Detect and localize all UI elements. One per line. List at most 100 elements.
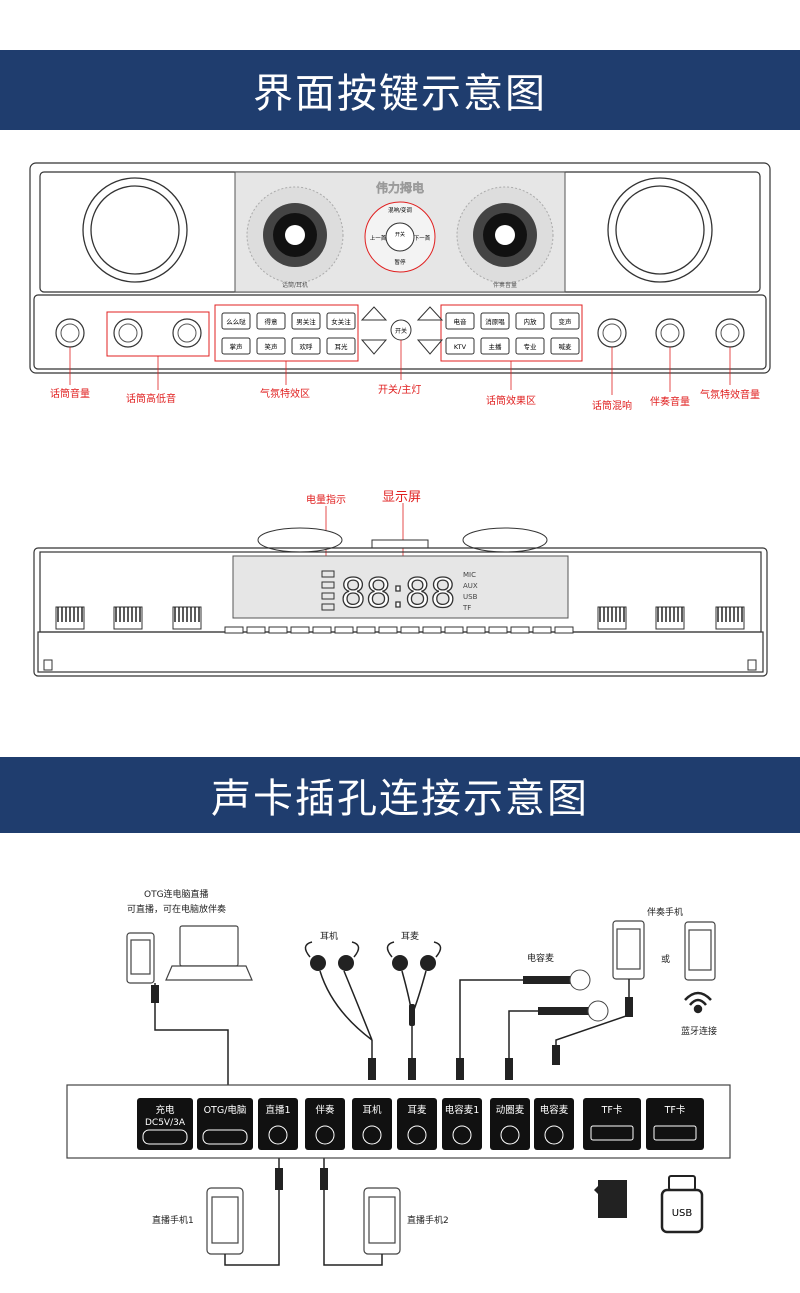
arrow-left-up xyxy=(360,306,388,321)
port-4[interactable]: 耳机 xyxy=(352,1098,392,1150)
key-2[interactable]: 男关注 xyxy=(291,312,321,330)
accomp-phone-label: 伴奏手机 xyxy=(647,908,684,918)
brand-text: 伟力拇电 xyxy=(376,180,424,195)
section-title-jacks: 声卡插孔连接示意图 xyxy=(0,757,800,833)
knob-atmos-volume xyxy=(715,318,745,348)
key-3[interactable]: 女关注 xyxy=(326,312,356,330)
svg-text:笑声: 笑声 xyxy=(265,342,279,351)
key-1[interactable]: 消原唱 xyxy=(480,312,510,330)
port-1[interactable]: OTG/电脑 xyxy=(197,1098,253,1150)
knob-mic-treble xyxy=(113,318,143,348)
display-screen xyxy=(232,555,569,619)
key-3[interactable]: 变声 xyxy=(550,312,580,330)
bluetooth-label: 蓝牙连接 xyxy=(681,1027,718,1037)
key-5[interactable]: 笑声 xyxy=(256,337,286,355)
knob-mic-bass xyxy=(172,318,202,348)
label-mic-eq: 话筒高低音 xyxy=(126,394,176,405)
key-6[interactable]: 专业 xyxy=(515,337,545,355)
svg-text:么么哒: 么么哒 xyxy=(226,317,246,326)
strip-key xyxy=(268,626,288,634)
label-atmos-volume: 气氛特效音量 xyxy=(700,390,760,401)
battery-indicator xyxy=(321,570,335,611)
key-0[interactable]: 电音 xyxy=(445,312,475,330)
svg-text:耳机: 耳机 xyxy=(362,1104,382,1116)
arrow-right-up xyxy=(416,306,444,321)
key-4[interactable]: 掌声 xyxy=(221,337,251,355)
port-10[interactable]: TF卡 xyxy=(646,1098,704,1150)
or-label: 或 xyxy=(661,955,671,965)
side-knob xyxy=(655,606,685,630)
svg-text:耳麦: 耳麦 xyxy=(407,1104,427,1116)
key-1[interactable]: 得意 xyxy=(256,312,286,330)
live-phone-1-label: 直播手机1 xyxy=(152,1216,194,1226)
label-effects: 话筒效果区 xyxy=(486,396,536,407)
key-4[interactable]: KTV xyxy=(445,337,475,355)
port-2[interactable]: 直播1 xyxy=(258,1098,298,1150)
svg-text:伴奏音量: 伴奏音量 xyxy=(493,281,517,289)
knob-large-left xyxy=(246,186,344,284)
svg-text:DC5V/3A: DC5V/3A xyxy=(145,1118,186,1128)
earphone-label: 耳机 xyxy=(320,932,339,942)
port-6[interactable]: 电容麦1 xyxy=(442,1098,482,1150)
svg-text:暂停: 暂停 xyxy=(394,258,406,266)
svg-text:TF卡: TF卡 xyxy=(601,1104,623,1116)
label-mic-volume: 话筒音量 xyxy=(50,389,90,400)
mode-label: AUX xyxy=(463,582,478,590)
svg-text:开关: 开关 xyxy=(395,231,405,238)
svg-text:变声: 变声 xyxy=(559,317,573,326)
side-knob xyxy=(715,606,745,630)
key-6[interactable]: 欢呼 xyxy=(291,337,321,355)
effect-keys: 电音消原唱 内放 变声 KTV 主播专业 喊麦 xyxy=(445,312,580,355)
battery-bar xyxy=(321,581,335,589)
svg-text:电容麦1: 电容麦1 xyxy=(445,1104,480,1116)
port-0[interactable]: 充电 DC5V/3A xyxy=(137,1098,193,1150)
mode-label: TF xyxy=(462,604,471,612)
key-2[interactable]: 内放 xyxy=(515,312,545,330)
svg-text:电容麦: 电容麦 xyxy=(540,1104,569,1116)
condenser-mic-1 xyxy=(523,969,591,991)
svg-text:充电: 充电 xyxy=(155,1104,175,1116)
power-key: 开关 xyxy=(390,319,412,341)
svg-text:女关注: 女关注 xyxy=(331,317,351,326)
center-dpad: 开关 混响/变调 上一首 下一首 暂停 xyxy=(364,201,436,273)
svg-text:耳光: 耳光 xyxy=(335,342,349,351)
otg-caption-1: OTG连电脑直播 xyxy=(144,890,209,900)
mode-label: USB xyxy=(463,593,478,601)
label-atmosphere: 气氛特效区 xyxy=(260,389,310,400)
strip-key xyxy=(224,626,244,634)
key-7[interactable]: 喊麦 xyxy=(550,337,580,355)
knob-accomp-volume xyxy=(655,318,685,348)
speaker-left xyxy=(82,177,188,283)
key-0[interactable]: 么么哒 xyxy=(221,312,251,330)
svg-text:动圈麦: 动圈麦 xyxy=(496,1104,525,1116)
key-7[interactable]: 耳光 xyxy=(326,337,356,355)
svg-text:开关: 开关 xyxy=(395,327,407,335)
svg-text:喊麦: 喊麦 xyxy=(559,342,573,351)
label-accomp-volume: 伴奏音量 xyxy=(650,397,690,408)
dynamic-mic xyxy=(538,1000,609,1022)
front-panel-diagram: 伟力拇电 话筒/耳机 伴奏音量 开关 混响/变调 上一首 下一首 暂停 xyxy=(29,162,771,395)
port-8[interactable]: 电容麦 xyxy=(534,1098,574,1150)
label-screen: 显示屏 xyxy=(382,490,422,505)
port-5[interactable]: 耳麦 xyxy=(397,1098,437,1150)
port-7[interactable]: 动圈麦 xyxy=(490,1098,530,1150)
headset-icon xyxy=(392,955,436,971)
port-9[interactable]: TF卡 xyxy=(583,1098,641,1150)
svg-text:下一首: 下一首 xyxy=(414,234,431,242)
svg-text:直播1: 直播1 xyxy=(265,1104,290,1116)
side-knob xyxy=(172,606,202,630)
svg-text:欢呼: 欢呼 xyxy=(300,342,314,351)
svg-text:得意: 得意 xyxy=(265,317,279,326)
svg-text:内放: 内放 xyxy=(524,317,538,326)
side-knob xyxy=(55,606,85,630)
svg-text:男关注: 男关注 xyxy=(296,317,316,326)
otg-caption-2: 可直播，可在电脑放伴奏 xyxy=(127,905,227,915)
key-5[interactable]: 主播 xyxy=(480,337,510,355)
battery-bar xyxy=(321,592,335,600)
port-3[interactable]: 伴奏 xyxy=(305,1098,345,1150)
phone-bluetooth xyxy=(684,921,716,981)
